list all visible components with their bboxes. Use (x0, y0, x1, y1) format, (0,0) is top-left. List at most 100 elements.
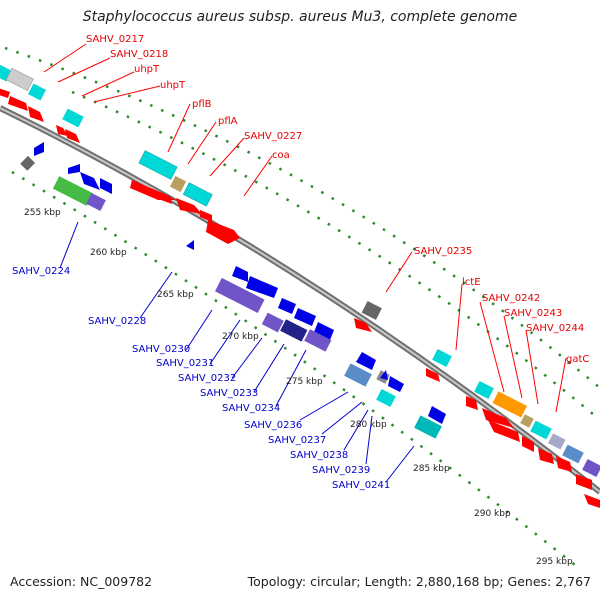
forward-cds-arrow (466, 396, 478, 410)
reverse-gene-label: SAHV_0233 (200, 388, 258, 399)
forward-gene-label: gatC (566, 354, 589, 365)
forward-cds-arrow (556, 456, 572, 472)
forward-cds-arrow (488, 420, 520, 442)
accession-text: Accession: NC_009782 (10, 574, 153, 589)
gene-block (474, 381, 494, 399)
gene-block (261, 312, 284, 333)
gene-block (86, 193, 106, 211)
reverse-cds-arrow (428, 406, 446, 424)
reverse-cds-arrow (68, 164, 80, 174)
scale-label: 255 kbp (24, 208, 61, 218)
forward-gene-label: lctE (462, 277, 481, 288)
reverse-gene-label: SAHV_0224 (12, 266, 70, 277)
reverse-gene-label: SAHV_0234 (222, 403, 280, 414)
reverse-gene-label: SAHV_0237 (268, 435, 326, 446)
gene-block (20, 155, 36, 171)
forward-cds-arrow (482, 408, 514, 428)
forward-gene-label: coa (272, 150, 290, 161)
forward-cds-arrow (56, 125, 68, 136)
scale-label: 270 kbp (222, 332, 259, 342)
forward-cds-arrow (576, 474, 592, 490)
gene-block (548, 433, 566, 450)
forward-leader-lines (43, 43, 567, 413)
reverse-gene-label: SAHV_0231 (156, 358, 214, 369)
gene-block (169, 175, 187, 193)
reverse-gene-label: SAHV_0241 (332, 480, 390, 491)
map-title: Staphylococcus aureus subsp. aureus Mu3,… (82, 9, 518, 25)
reverse-cds-arrow (232, 266, 248, 282)
forward-cds-arrow (176, 198, 202, 214)
reverse-cds-arrow (278, 298, 296, 314)
gene-block (214, 277, 265, 314)
forward-gene-label: SAHV_0227 (244, 131, 302, 142)
gene-cluster-middle (214, 266, 334, 352)
forward-gene-label: SAHV_0217 (86, 34, 144, 45)
reverse-leader-lines (59, 221, 415, 483)
gene-block (582, 459, 600, 477)
genome-backbone-highlight (0, 107, 600, 493)
gene-cluster-right (466, 381, 600, 508)
forward-gene-label: uhpT (160, 80, 186, 91)
scale-labels: 255 kbp 260 kbp 265 kbp 270 kbp 275 kbp 280 k… (24, 208, 573, 567)
forward-cds-arrow (0, 88, 10, 98)
topology-text: Topology: circular; Length: 2,880,168 bp… (247, 574, 591, 589)
gene-block (376, 389, 396, 407)
inner-dot-track (11, 170, 576, 566)
gene-block (138, 150, 178, 180)
scale-label: 260 kbp (90, 248, 127, 258)
forward-cds-arrow (8, 96, 28, 111)
scale-label: 290 kbp (474, 509, 511, 519)
reverse-cds-arrow (246, 276, 278, 298)
forward-cds-arrow (522, 436, 534, 452)
reverse-cds-arrow (100, 178, 112, 194)
reverse-cds-arrow (80, 172, 100, 190)
gene-block (182, 182, 213, 207)
scale-label: 280 kbp (350, 420, 387, 430)
gene-block (52, 176, 94, 206)
tick-dot-track-a (71, 90, 600, 421)
reverse-cds-arrow (294, 308, 316, 326)
forward-cds-arrow (150, 188, 172, 204)
forward-cds-arrow (584, 494, 600, 508)
forward-cds-arrow (28, 106, 44, 122)
reverse-gene-label: SAHV_0230 (132, 344, 190, 355)
forward-cds-arrow (538, 448, 554, 464)
gene-block (5, 67, 34, 92)
outer-dot-track (4, 46, 600, 389)
scale-label: 285 kbp (413, 464, 450, 474)
gene-block (361, 301, 382, 320)
reverse-cds-arrow (314, 322, 334, 340)
forward-gene-label: SAHV_0235 (414, 246, 472, 257)
forward-cds-arrow (206, 220, 240, 244)
reverse-gene-label: SAHV_0239 (312, 465, 370, 476)
gene-block (492, 391, 527, 418)
gene-block (304, 329, 332, 352)
reverse-gene-label: SAHV_0232 (178, 373, 236, 384)
forward-gene-label: SAHV_0243 (504, 308, 562, 319)
reverse-cds-arrow (186, 240, 194, 250)
forward-gene-label: uhpT (134, 64, 160, 75)
scale-label: 275 kbp (286, 377, 323, 387)
forward-gene-label: pflA (218, 116, 238, 127)
forward-cds-arrow (65, 129, 80, 143)
forward-cds-arrow (426, 368, 440, 382)
reverse-cds-arrow (380, 370, 388, 380)
scale-label: 295 kbp (536, 557, 573, 567)
gene-cluster-upper-left (0, 64, 84, 143)
reverse-cds-arrow (34, 142, 44, 156)
gene-cluster-left-reverse (20, 142, 194, 250)
scale-label: 265 kbp (157, 290, 194, 300)
reverse-gene-label: SAHV_0238 (290, 450, 348, 461)
gene-block (344, 363, 372, 387)
forward-gene-label: SAHV_0218 (110, 49, 168, 60)
forward-gene-label: SAHV_0244 (526, 323, 584, 334)
forward-cds-arrow (354, 318, 372, 332)
gene-block (62, 108, 84, 128)
reverse-gene-label: SAHV_0236 (244, 420, 302, 431)
gene-block (414, 415, 442, 439)
gene-block (562, 444, 584, 464)
reverse-gene-label: SAHV_0228 (88, 316, 146, 327)
gene-block (530, 420, 552, 440)
